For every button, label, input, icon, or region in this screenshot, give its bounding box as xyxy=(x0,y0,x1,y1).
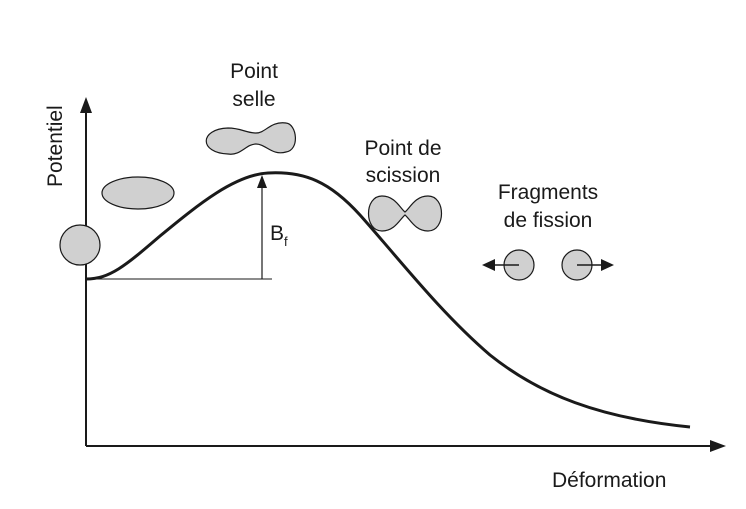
scission-nucleus-shape xyxy=(368,195,442,232)
fragment-left-arrowhead xyxy=(482,259,495,271)
barrier-label: Bf xyxy=(270,222,288,249)
x-axis-arrowhead xyxy=(710,440,726,452)
saddle-point-nucleus-shape xyxy=(205,122,296,155)
y-axis-label: Potentiel xyxy=(44,105,67,187)
fission-fragments-label-line1: Fragments xyxy=(498,181,598,204)
scission-point-label-line2: scission xyxy=(366,164,441,187)
saddle-point-label-line2: selle xyxy=(232,88,275,111)
deformed-nucleus-shape xyxy=(101,176,175,210)
potential-curve xyxy=(85,171,691,429)
fission-fragments-label-line2: de fission xyxy=(504,209,593,232)
fragment-right-arrowhead xyxy=(601,259,614,271)
spherical-nucleus-shape xyxy=(59,224,101,266)
scission-point-label-line1: Point de xyxy=(364,137,441,160)
barrier-arrowhead xyxy=(257,175,267,188)
saddle-point-label-line1: Point xyxy=(230,60,278,83)
x-axis-label: Déformation xyxy=(552,469,666,492)
y-axis-arrowhead xyxy=(80,97,92,113)
